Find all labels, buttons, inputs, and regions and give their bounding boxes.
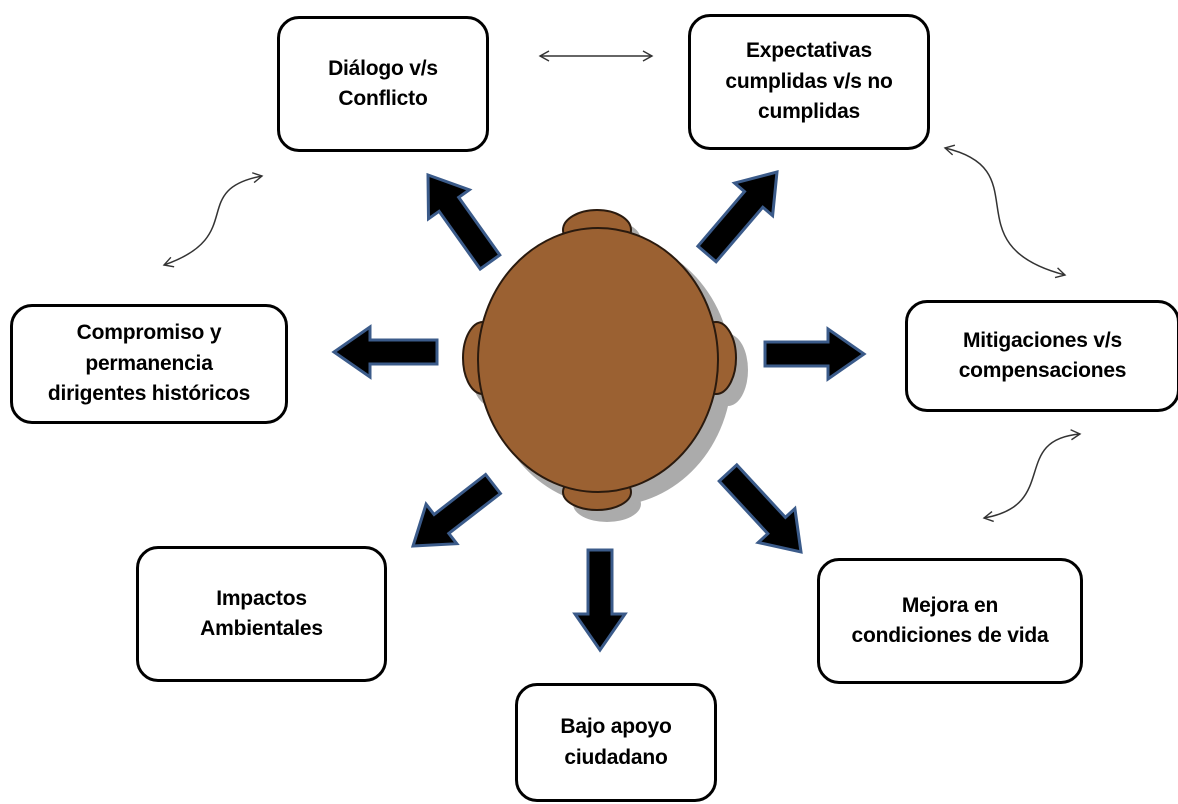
node-label: Expectativas cumplidas v/s no cumplidas — [725, 39, 893, 124]
node-label: Compromiso y permanencia dirigentes hist… — [47, 321, 251, 406]
connector-expectativas-mitigaciones — [943, 144, 1067, 279]
block-arrow-to-compromiso — [331, 324, 439, 380]
block-arrow-to-impactos — [410, 472, 503, 548]
node-label: Mitigaciones v/s compensaciones — [958, 328, 1127, 382]
connector-compromiso-dialogo — [162, 172, 264, 268]
block-arrow-to-mitigaciones — [763, 326, 867, 382]
node-dialogo-conflicto: Diálogo v/s Conflicto — [277, 16, 489, 152]
head-circle — [477, 227, 719, 493]
node-label: Bajo apoyo ciudadano — [560, 715, 672, 769]
block-arrow-to-expectativas — [695, 170, 779, 264]
connector-mitigaciones-mejora — [982, 429, 1082, 523]
node-compromiso: Compromiso y permanencia dirigentes hist… — [10, 304, 288, 424]
node-mitigaciones: Mitigaciones v/s compensaciones — [905, 300, 1178, 412]
node-expectativas: Expectativas cumplidas v/s no cumplidas — [688, 14, 930, 150]
node-mejora-condiciones: Mejora en condiciones de vida — [817, 558, 1083, 684]
block-arrow-to-bajo-apoyo — [572, 548, 628, 653]
block-arrow-to-mejora — [717, 462, 803, 554]
node-impactos-ambientales: Impactos Ambientales — [136, 546, 387, 682]
node-bajo-apoyo: Bajo apoyo ciudadano — [515, 683, 717, 802]
node-label: Impactos Ambientales — [200, 586, 323, 640]
node-label: Mejora en condiciones de vida — [851, 593, 1049, 647]
block-arrow-to-dialogo — [426, 172, 502, 272]
head-top-view-figure — [462, 209, 748, 522]
node-label: Diálogo v/s Conflicto — [328, 56, 438, 110]
